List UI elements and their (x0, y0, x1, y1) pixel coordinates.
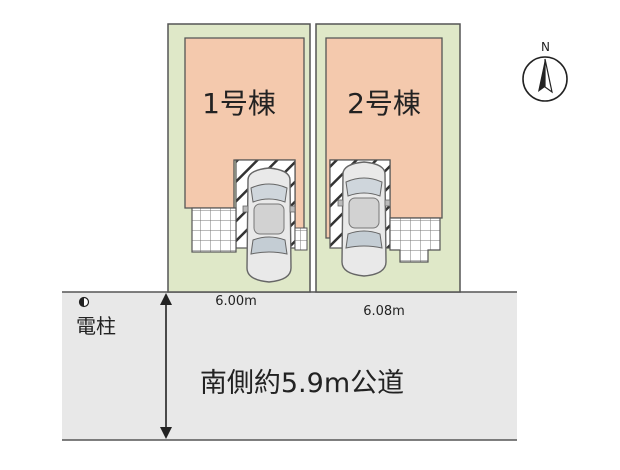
lot-1-step (294, 227, 308, 251)
car-icon (337, 161, 391, 277)
utility-pole: 電柱 (76, 296, 116, 338)
compass-icon: N (522, 40, 568, 102)
lot-2-frontage: 6.08m (363, 304, 405, 319)
lot-1-label: 1号棟 (202, 87, 276, 120)
lot-1: 1号棟 6.00m (167, 23, 311, 309)
compass-north-label: N (541, 40, 550, 54)
road-surface (62, 292, 517, 440)
lot-1-terrace (191, 207, 237, 253)
road-label: 南側約5.9m公道 (200, 368, 404, 399)
lot-1-frontage: 6.00m (215, 294, 257, 309)
lot-2-label: 2号棟 (347, 87, 421, 120)
road (62, 291, 517, 441)
utility-pole-label: 電柱 (76, 314, 116, 338)
lot-2-terrace (389, 217, 441, 263)
utility-pole-icon (78, 296, 90, 308)
road-width-arrow (160, 293, 172, 439)
lot-2: 2号棟 6.08m (315, 23, 461, 319)
car-icon (242, 167, 296, 283)
